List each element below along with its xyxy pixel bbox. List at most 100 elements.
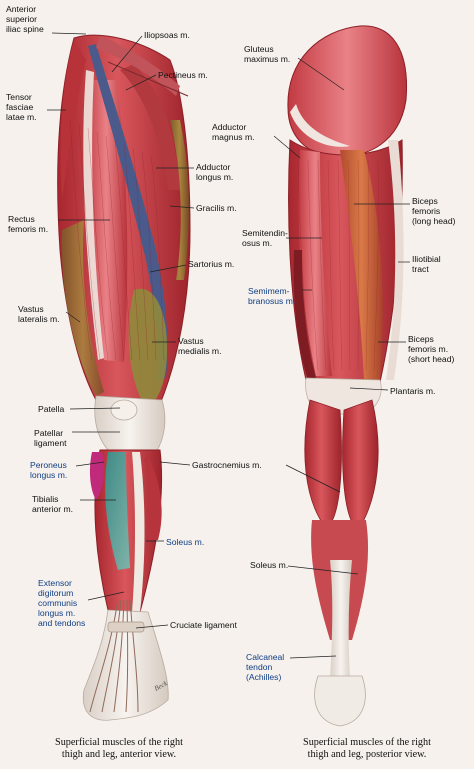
- anterior-label-adductor-longus: Adductor longus m.: [196, 162, 234, 182]
- extensor-tendon: [101, 599, 122, 713]
- leader-line-cruciate-ligament: [135, 624, 169, 629]
- striation: [373, 159, 379, 371]
- striation: [365, 159, 369, 371]
- anterior-label-gracilis: Gracilis m.: [196, 203, 237, 213]
- anterior-caption: Superficial muscles of the right thigh a…: [55, 737, 183, 760]
- muscle-artwork: [57, 25, 408, 727]
- leader-line-gracilis: [169, 205, 195, 209]
- anterior-label-cruciate-ligament: Cruciate ligament: [170, 620, 237, 630]
- leader-line-gluteus-maximus: [297, 57, 345, 91]
- anterior-label-sartorius: Sartorius m.: [188, 259, 235, 269]
- leader-line-soleus: [287, 565, 359, 575]
- striation: [114, 139, 133, 361]
- biceps-femoris-shape: [340, 150, 383, 380]
- extensor-tendon: [89, 599, 119, 713]
- semitendinosus-shape: [298, 150, 332, 376]
- fascia-band: [83, 70, 104, 360]
- leader-line-calcaneal-tendon: [289, 655, 337, 659]
- leader-line-anterior-superior-iliac-spine: [51, 32, 87, 35]
- anterior-label-patellar-ligament: Patellar ligament: [34, 428, 67, 448]
- anterior-foot: [82, 609, 169, 721]
- semimembranosus-shape: [293, 250, 316, 380]
- leader-line-sartorius: [149, 264, 187, 273]
- posterior-label-calcaneal-tendon: Calcaneal tendon (Achilles): [246, 652, 285, 682]
- leader-line-iliopsoas: [111, 35, 143, 73]
- posterior-label-plantaris: Plantaris m.: [390, 386, 436, 396]
- extensor-tendon: [129, 599, 139, 713]
- posterior-label-iliotibial-tract: Iliotibial tract: [412, 254, 441, 274]
- vastus-medialis-shape: [128, 288, 168, 408]
- extensor-tendon: [125, 599, 129, 713]
- striation: [347, 159, 351, 371]
- leader-line-gastrocnemius: [159, 461, 191, 466]
- striation: [357, 159, 360, 371]
- posterior-label-biceps-femoris-short: Biceps femoris m. (short head): [408, 334, 455, 364]
- posterior-label-gluteus-maximus: Gluteus maximus m.: [244, 44, 291, 64]
- leader-line-patella: [69, 407, 121, 410]
- striation: [327, 159, 335, 371]
- striation: [96, 131, 117, 361]
- gracilis-shape: [170, 120, 189, 280]
- leader-line-peroneus-longus: [75, 461, 105, 467]
- cruciate-ligament-shape: [107, 621, 145, 633]
- posterior-label-adductor-magnus: Adductor magnus m.: [212, 122, 255, 142]
- gastrocnemius-medial-head: [304, 399, 342, 529]
- posterior-label-semimembranosus: Semimem- branosus m.: [248, 286, 296, 306]
- gastrocnemius-shape: [144, 456, 162, 540]
- anterior-label-anterior-superior-iliac-spine: Anterior superior iliac spine: [6, 4, 44, 34]
- striation: [337, 159, 343, 371]
- anterior-label-peroneus-longus: Peroneus longus m.: [30, 460, 68, 480]
- anterior-label-patella: Patella: [38, 404, 65, 414]
- vastus-lateralis-shape: [61, 220, 104, 396]
- anterior-label-vastus-lateralis: Vastus lateralis m.: [18, 304, 60, 324]
- anterior-label-vastus-medialis: Vastus medialis m.: [178, 336, 222, 356]
- gastrocnemius-lateral-head: [342, 399, 379, 531]
- striation: [123, 143, 141, 361]
- leader-line-plantaris: [349, 387, 389, 391]
- striation: [297, 159, 311, 371]
- posterior-leg: [287, 25, 408, 727]
- anterior-label-soleus: Soleus m.: [166, 537, 205, 547]
- gluteus-maximus-shape: [287, 25, 408, 157]
- leader-lines: [47, 32, 410, 659]
- adductor-shape: [120, 64, 180, 190]
- anterior-leg: [57, 34, 191, 721]
- patella-shape: [110, 399, 138, 421]
- leader-line-pectineus: [125, 74, 157, 91]
- heel: [314, 675, 366, 727]
- striation: [132, 147, 149, 361]
- posterior-label-biceps-femoris-long: Biceps femoris (long head): [412, 196, 456, 226]
- posterior-caption: Superficial muscles of the right thigh a…: [303, 737, 431, 760]
- striation: [141, 151, 157, 361]
- leader-line-vastus-lateralis: [65, 311, 81, 323]
- anterior-label-extensor-digitorum: Extensor digitorum communis longus m. an…: [38, 578, 86, 628]
- anterior-label-iliopsoas: Iliopsoas m.: [144, 30, 190, 40]
- tibia-shape: [132, 452, 145, 612]
- striation: [317, 159, 327, 371]
- striation: [87, 127, 109, 361]
- gluteal-fascia: [290, 104, 350, 147]
- anterior-label-pectineus: Pectineus m.: [158, 70, 208, 80]
- leader-line-adductor-magnus: [273, 135, 301, 159]
- striation: [307, 159, 319, 371]
- striation: [78, 123, 101, 361]
- leader-line-extensor-digitorum: [87, 591, 125, 601]
- striation: [105, 135, 125, 361]
- tensor-fasciae-latae-shape: [60, 40, 86, 200]
- anterior-label-tensor-fasciae-latae: Tensor fasciae latae m.: [6, 92, 37, 122]
- tibialis-anterior-shape: [105, 452, 130, 570]
- posterior-label-semitendinosus: Semitendin- osus m.: [242, 228, 288, 248]
- peroneus-longus-shape: [89, 452, 104, 500]
- striation: [69, 119, 93, 361]
- striation: [150, 155, 165, 361]
- anterior-label-tibialis-anterior: Tibialis anterior m.: [32, 494, 74, 514]
- achilles-tendon-shape: [330, 560, 352, 680]
- leader-line-gastrocnemius: [285, 464, 341, 493]
- anterior-label-gastrocnemius: Gastrocnemius m.: [192, 460, 262, 470]
- anterior-label-rectus-femoris: Rectus femoris m.: [8, 214, 49, 234]
- iliotibial-tract-shape: [386, 140, 404, 380]
- extensor-tendon: [113, 599, 125, 713]
- iliopsoas-shape: [96, 36, 180, 96]
